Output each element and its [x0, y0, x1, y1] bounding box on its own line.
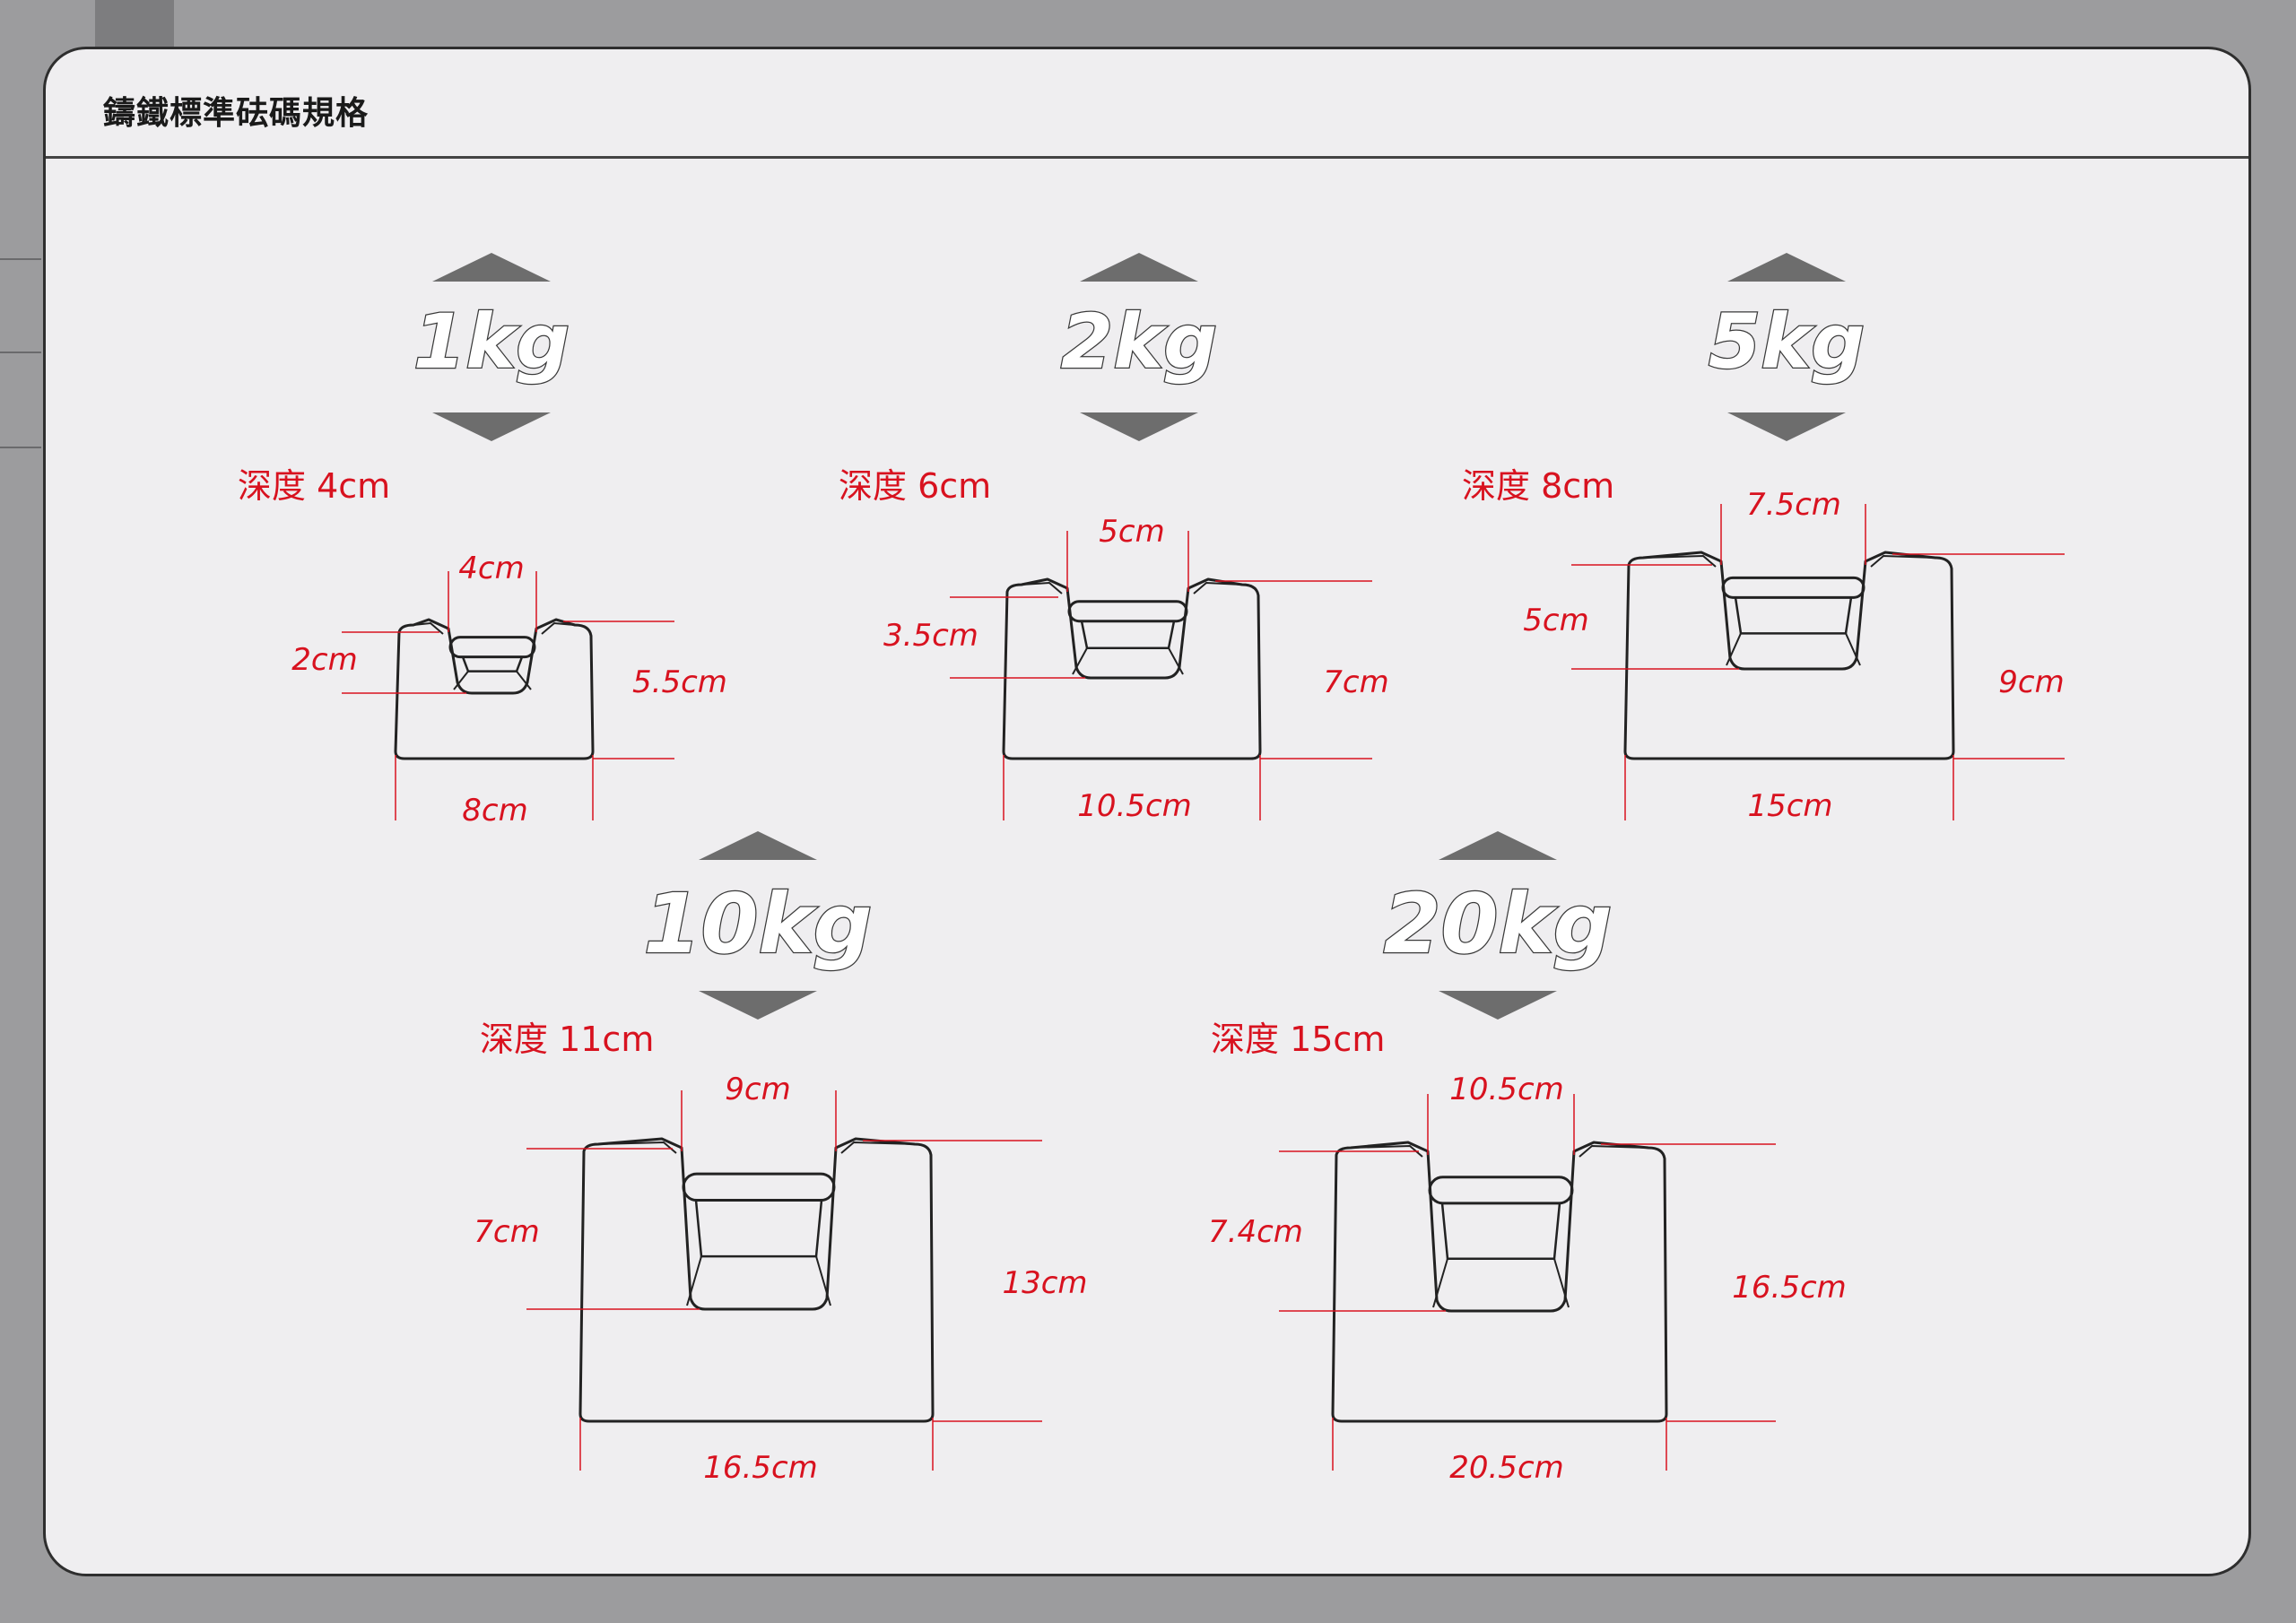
shoulder-line — [1642, 554, 1717, 568]
width-label: 15cm — [1747, 788, 1832, 824]
handle-bar — [448, 636, 536, 659]
cavity-outline — [461, 656, 524, 673]
weight-label: 2kg — [1061, 298, 1217, 386]
shoulder-line — [413, 621, 444, 635]
cavity-edge — [1432, 1258, 1448, 1308]
shoulder-line — [1578, 1144, 1649, 1158]
cavity-outline — [1734, 597, 1853, 635]
cavity-edge — [1168, 647, 1184, 675]
weight-body-outline — [394, 618, 595, 760]
weight-body-outline — [578, 1137, 935, 1423]
cavity-outline — [694, 1200, 823, 1258]
up-arrow-icon — [1080, 253, 1198, 282]
depth-label: 深度 4cm — [238, 466, 390, 506]
shoulder-line — [541, 621, 576, 635]
cavity-edge — [516, 671, 532, 690]
slot-width-label: 9cm — [725, 1072, 790, 1107]
height-label: 16.5cm — [1732, 1270, 1847, 1306]
slot-depth-label: 7cm — [474, 1214, 539, 1250]
up-arrow-icon — [699, 831, 817, 860]
slot-width-label: 4cm — [458, 551, 524, 586]
slot-depth-label: 7.4cm — [1208, 1214, 1303, 1250]
weight-label: 20kg — [1383, 876, 1612, 972]
weight-label: 10kg — [643, 876, 872, 972]
cavity-edge — [1845, 632, 1861, 666]
shoulder-line — [840, 1141, 916, 1154]
shoulder-line — [1021, 581, 1063, 595]
edge-divider — [0, 258, 41, 260]
depth-label: 深度 6cm — [839, 466, 991, 506]
handle-bar — [1067, 600, 1188, 623]
weight-label: 5kg — [1709, 298, 1865, 386]
width-label: 20.5cm — [1449, 1450, 1564, 1486]
shoulder-line — [1350, 1144, 1423, 1158]
panel-header: 鑄鐵標準砝碼規格 — [46, 49, 2248, 159]
handle-bar — [682, 1172, 836, 1202]
cavity-edge — [815, 1255, 831, 1306]
cavity-outline — [1440, 1202, 1561, 1261]
shoulder-line — [597, 1141, 677, 1154]
down-arrow-icon — [1727, 412, 1846, 441]
down-arrow-icon — [1439, 991, 1557, 1020]
width-label: 16.5cm — [703, 1450, 818, 1486]
height-label: 5.5cm — [632, 664, 727, 700]
depth-label: 深度 11cm — [480, 1020, 654, 1059]
spec-panel: 鑄鐵標準砝碼規格 — [43, 47, 2251, 1576]
cavity-edge — [1553, 1258, 1570, 1308]
page-title: 鑄鐵標準砝碼規格 — [103, 95, 370, 132]
height-label: 7cm — [1323, 664, 1388, 700]
weight-body-outline — [1331, 1141, 1668, 1423]
cavity-edge — [453, 671, 469, 690]
edge-divider — [0, 352, 41, 353]
handle-bar — [1721, 576, 1866, 599]
slot-width-label: 7.5cm — [1746, 487, 1841, 523]
slot-depth-label: 2cm — [291, 642, 357, 678]
cavity-edge — [1072, 647, 1088, 675]
edge-divider — [0, 447, 41, 448]
handle-bar — [1428, 1176, 1574, 1205]
weight-body-outline — [1002, 577, 1262, 760]
height-label: 9cm — [1998, 664, 2064, 700]
corner-tab — [95, 0, 174, 47]
depth-label: 深度 8cm — [1462, 466, 1614, 506]
up-arrow-icon — [432, 253, 551, 282]
down-arrow-icon — [699, 991, 817, 1020]
weight-body-outline — [1623, 551, 1955, 760]
slot-width-label: 5cm — [1099, 514, 1164, 550]
height-label: 13cm — [1002, 1265, 1087, 1301]
cavity-edge — [1726, 632, 1742, 666]
cavity-outline — [1080, 621, 1176, 649]
down-arrow-icon — [1080, 412, 1198, 441]
slot-depth-label: 3.5cm — [883, 618, 978, 654]
weight-label: 1kg — [413, 298, 570, 386]
down-arrow-icon — [432, 412, 551, 441]
slot-width-label: 10.5cm — [1449, 1072, 1564, 1107]
slot-depth-label: 5cm — [1523, 603, 1588, 638]
up-arrow-icon — [1727, 253, 1846, 282]
width-label: 8cm — [462, 793, 527, 829]
shoulder-line — [1193, 581, 1243, 595]
up-arrow-icon — [1439, 831, 1557, 860]
depth-label: 深度 15cm — [1211, 1020, 1385, 1059]
width-label: 10.5cm — [1077, 788, 1192, 824]
cavity-edge — [686, 1255, 702, 1306]
shoulder-line — [1870, 554, 1936, 568]
